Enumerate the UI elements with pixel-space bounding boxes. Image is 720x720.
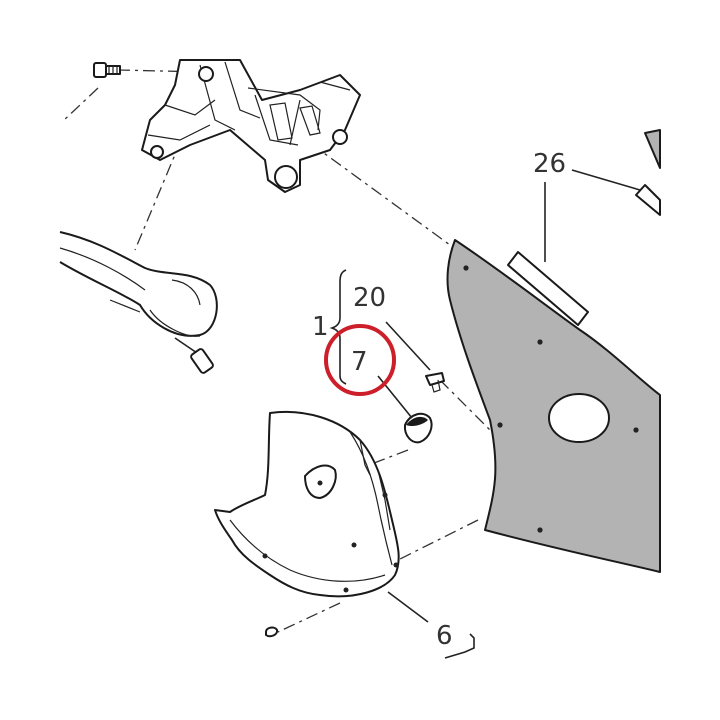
- screw-icon: [265, 626, 279, 638]
- callout-1: 1: [312, 312, 329, 342]
- callout-7: 7: [351, 347, 368, 377]
- inner-cover: [214, 410, 400, 598]
- push-rivet-icon: [425, 372, 445, 393]
- callout-26: 26: [533, 149, 566, 179]
- grommet-icon: [403, 412, 433, 444]
- callout-20: 20: [353, 283, 386, 313]
- highlight-circle: [324, 324, 396, 396]
- callout-leaders: [329, 169, 641, 659]
- mirror-assembly: [59, 231, 218, 374]
- adhesive-strip: [507, 251, 589, 326]
- small-strip: [635, 184, 661, 216]
- callout-6: 6: [436, 621, 453, 651]
- upper-bracket: [141, 59, 361, 193]
- bolt-icon: [93, 62, 121, 78]
- fairing-panel: [446, 129, 661, 573]
